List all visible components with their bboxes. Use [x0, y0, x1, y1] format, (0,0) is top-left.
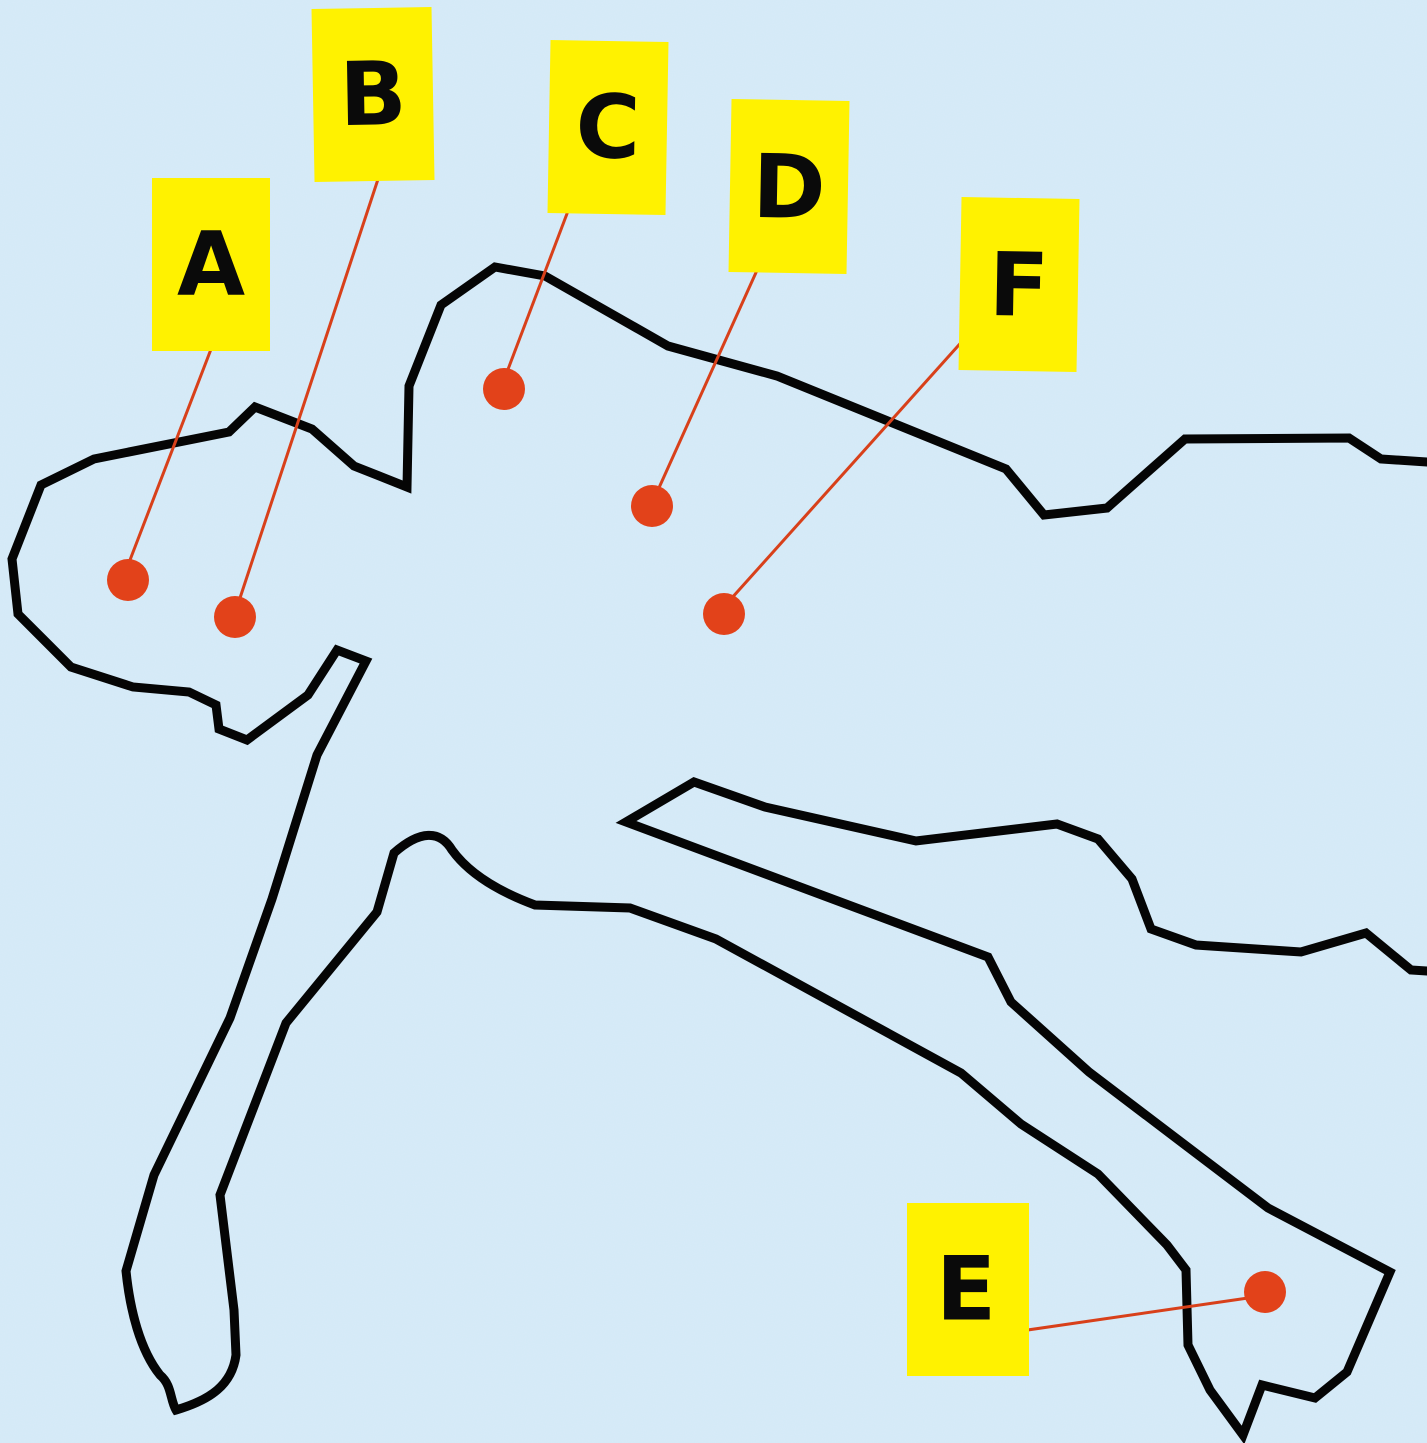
marker-dot-b: [214, 596, 256, 638]
label-tag-a-text: A: [177, 213, 245, 316]
leader-line-b: [238, 157, 387, 599]
label-tag-d-text: D: [752, 135, 827, 239]
leader-line-e: [999, 1296, 1249, 1336]
label-tag-b: B: [311, 6, 435, 183]
label-tag-c-text: C: [575, 75, 641, 179]
leader-line-f: [728, 325, 977, 602]
label-tag-f-text: F: [988, 233, 1050, 337]
marker-dot-e: [1244, 1271, 1286, 1313]
upper-body-outline: [7, 262, 1427, 1443]
marker-dot-d: [631, 485, 673, 527]
label-tag-a: A: [152, 178, 270, 351]
leader-line-c: [505, 181, 581, 373]
label-tag-b-text: B: [339, 42, 408, 146]
label-tag-c: C: [547, 39, 669, 216]
label-tag-e-text: E: [936, 1238, 996, 1341]
label-tag-d: D: [728, 98, 850, 275]
label-tag-e: E: [907, 1203, 1029, 1376]
label-tag-f: F: [958, 196, 1080, 373]
marker-dot-f: [703, 593, 745, 635]
marker-dot-a: [107, 559, 149, 601]
leader-line-d: [656, 236, 774, 491]
leader-line-a: [128, 317, 225, 561]
marker-dot-c: [483, 368, 525, 410]
